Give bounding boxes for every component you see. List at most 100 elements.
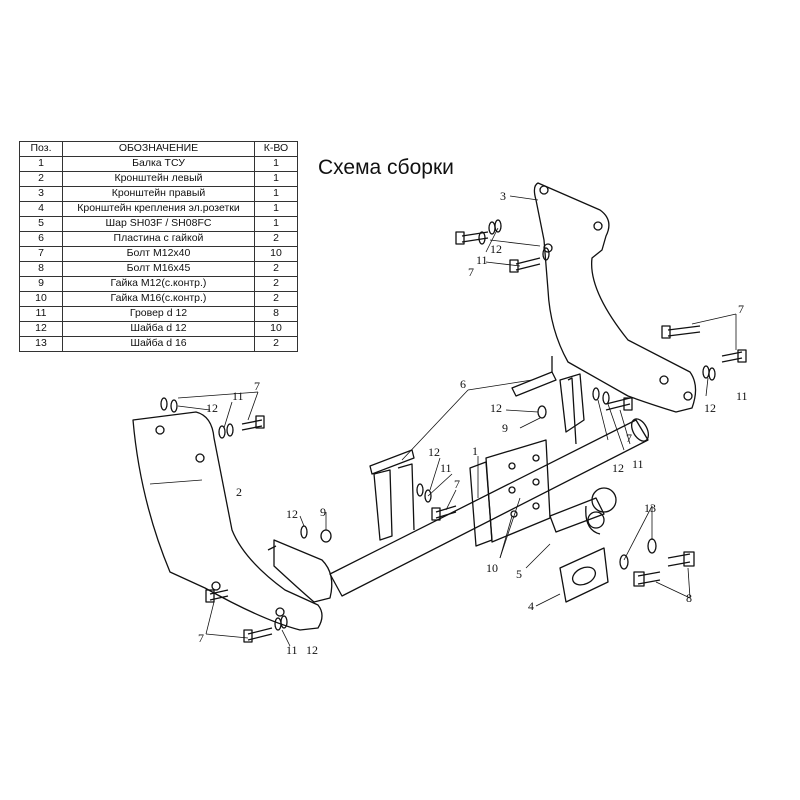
parts-table-header: Поз. ОБОЗНАЧЕНИЕ К-ВО <box>19 141 298 157</box>
callout-11-b: 11 <box>736 389 748 403</box>
row-name: Гровер d 12 <box>62 306 255 322</box>
row-pos: 12 <box>19 321 63 337</box>
row-pos: 10 <box>19 291 63 307</box>
callout-2: 2 <box>236 485 242 499</box>
callout-13: 13 <box>644 501 656 515</box>
callout-labels: 3 12 11 7 7 12 11 7 11 12 2 6 12 9 1 12 … <box>198 189 748 657</box>
callout-12-h: 12 <box>306 643 318 657</box>
callout-7-e: 7 <box>626 431 632 445</box>
tow-ball-part-5 <box>549 497 605 533</box>
leader-lines <box>149 195 737 647</box>
row-qty: 10 <box>254 321 298 337</box>
left-bracket-part-2 <box>132 411 323 631</box>
bolts <box>205 231 747 643</box>
callout-11-e: 11 <box>632 457 644 471</box>
callout-7-b: 7 <box>738 302 744 316</box>
callout-7-d: 7 <box>454 477 460 491</box>
row-qty: 2 <box>254 231 298 247</box>
row-qty: 10 <box>254 246 298 262</box>
callout-7-a: 7 <box>468 265 474 279</box>
callout-12-d: 12 <box>490 401 502 415</box>
callout-1: 1 <box>472 444 478 458</box>
header-pos: Поз. <box>19 141 63 157</box>
row-name: Гайка М12(с.контр.) <box>62 276 255 292</box>
row-qty: 1 <box>254 171 298 187</box>
callout-12-g: 12 <box>612 461 624 475</box>
row-pos: 7 <box>19 246 63 262</box>
row-pos: 2 <box>19 171 63 187</box>
callout-9-b: 9 <box>320 505 326 519</box>
row-qty: 2 <box>254 276 298 292</box>
callout-12-b: 12 <box>704 401 716 415</box>
row-qty: 2 <box>254 261 298 277</box>
callout-11-d: 11 <box>440 461 452 475</box>
callout-12-a: 12 <box>490 242 502 256</box>
row-name: Кронштейн правый <box>62 186 255 202</box>
callout-6: 6 <box>460 377 466 391</box>
row-pos: 3 <box>19 186 63 202</box>
row-name: Шайба d 12 <box>62 321 255 337</box>
callout-12-c: 12 <box>206 401 218 415</box>
callout-12-f: 12 <box>286 507 298 521</box>
row-pos: 5 <box>19 216 63 232</box>
callout-8: 8 <box>686 591 692 605</box>
row-qty: 2 <box>254 291 298 307</box>
callout-3: 3 <box>500 189 506 203</box>
row-qty: 2 <box>254 336 298 352</box>
row-name: Кронштейн крепления эл.розетки <box>62 201 255 217</box>
row-name: Пластина с гайкой <box>62 231 255 247</box>
row-pos: 6 <box>19 231 63 247</box>
callout-9-a: 9 <box>502 421 508 435</box>
callout-4: 4 <box>528 599 534 613</box>
row-pos: 4 <box>19 201 63 217</box>
page-title: Схема сборки <box>318 156 454 179</box>
row-pos: 1 <box>19 156 63 172</box>
row-name: Шар SH03F / SH08FC <box>62 216 255 232</box>
row-pos: 8 <box>19 261 63 277</box>
row-qty: 1 <box>254 201 298 217</box>
callout-11-a: 11 <box>476 253 488 267</box>
header-name: ОБОЗНАЧЕНИЕ <box>62 141 255 157</box>
row-name: Балка ТСУ <box>62 156 255 172</box>
callout-5: 5 <box>516 567 522 581</box>
row-pos: 11 <box>19 306 63 322</box>
row-qty: 1 <box>254 186 298 202</box>
row-pos: 13 <box>19 336 63 352</box>
callout-12-e: 12 <box>428 445 440 459</box>
header-qty: К-ВО <box>254 141 298 157</box>
row-name: Гайка М16(с.контр.) <box>62 291 255 307</box>
socket-bracket-part-4 <box>559 547 609 603</box>
row-name: Шайба d 16 <box>62 336 255 352</box>
plate-with-nut-upper <box>511 371 557 397</box>
callout-7-c: 7 <box>254 379 260 393</box>
main-beam-part-1 <box>329 419 649 597</box>
callout-11-f: 11 <box>286 643 298 657</box>
callout-7-f: 7 <box>198 631 204 645</box>
row-pos: 9 <box>19 276 63 292</box>
callout-11-c: 11 <box>232 389 244 403</box>
plate-with-nut-lower <box>369 449 415 475</box>
row-qty: 1 <box>254 216 298 232</box>
right-bracket-part-3 <box>533 182 697 413</box>
callout-10: 10 <box>486 561 498 575</box>
row-name: Болт М16х45 <box>62 261 255 277</box>
row-qty: 1 <box>254 156 298 172</box>
row-qty: 8 <box>254 306 298 322</box>
row-name: Кронштейн левый <box>62 171 255 187</box>
